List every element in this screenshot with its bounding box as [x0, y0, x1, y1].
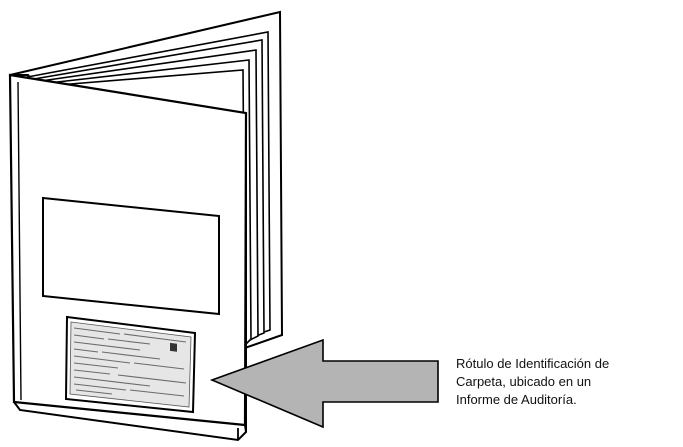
identification-label [64, 315, 197, 414]
caption-line-2: Carpeta, ubicado en un [456, 374, 592, 389]
label-caption: Rótulo de Identificación de Carpeta, ubi… [456, 355, 681, 409]
caption-line-3: Informe de Auditoría. [456, 392, 577, 407]
pointer-arrow [209, 338, 439, 429]
title-window [42, 196, 220, 316]
caption-line-1: Rótulo de Identificación de [456, 356, 610, 371]
